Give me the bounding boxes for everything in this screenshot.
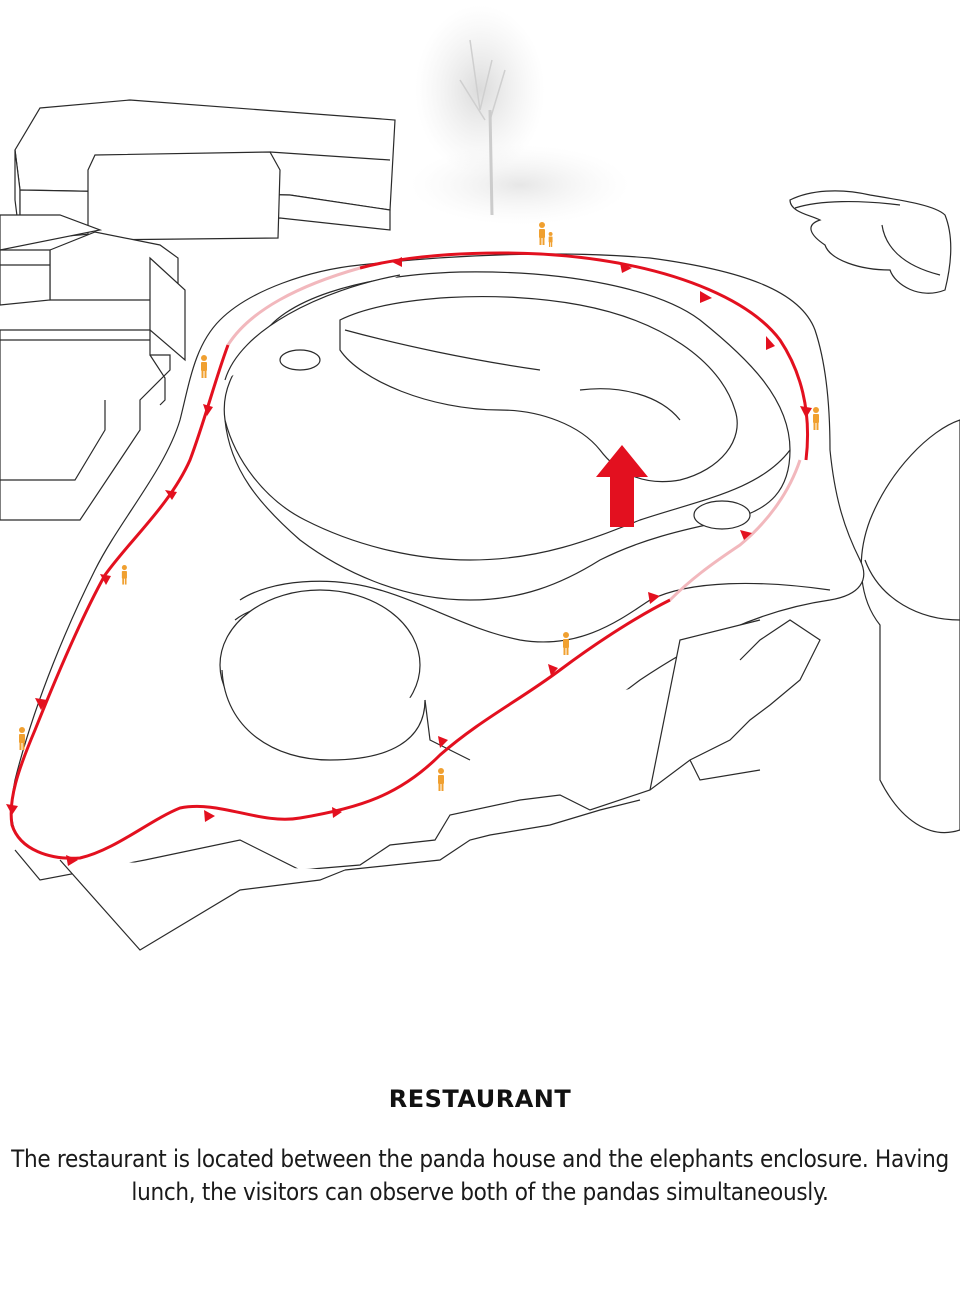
route-marker-icon xyxy=(35,698,47,710)
visitors xyxy=(19,222,819,791)
route-marker-icon xyxy=(203,404,213,416)
panda-house xyxy=(223,271,791,601)
route-marker-icon xyxy=(648,592,660,604)
person-icon xyxy=(539,222,545,245)
visitor-route xyxy=(9,251,810,860)
elephant-house xyxy=(860,419,960,834)
person-icon xyxy=(813,407,819,430)
top-right-enclosure xyxy=(789,190,952,294)
route-marker-icon xyxy=(6,804,18,815)
person-icon xyxy=(438,768,444,791)
caption-body: The restaurant is located between the pa… xyxy=(11,1145,949,1206)
route-marker-icon xyxy=(548,664,558,676)
route-arrowheads xyxy=(6,257,812,866)
person-icon xyxy=(121,565,127,585)
up-arrow-icon xyxy=(596,445,648,527)
tree-top xyxy=(410,5,630,225)
site-axonometric-diagram xyxy=(0,5,960,951)
route-marker-icon xyxy=(332,807,342,818)
route-marker-icon xyxy=(766,336,775,350)
person-icon xyxy=(201,355,207,378)
person-icon xyxy=(548,232,553,247)
route-marker-icon xyxy=(100,574,111,585)
caption-block: RESTAURANT The restaurant is located bet… xyxy=(0,1085,960,1209)
buildings-top-left xyxy=(0,99,396,362)
route-marker-icon xyxy=(800,406,812,418)
route-marker-icon xyxy=(66,855,78,866)
route-marker-icon xyxy=(204,810,215,822)
caption-title: RESTAURANT xyxy=(388,1085,572,1113)
route-marker-icon xyxy=(438,736,448,748)
person-icon xyxy=(19,727,25,750)
left-stepped-wall xyxy=(0,329,171,521)
person-icon xyxy=(563,632,569,655)
route-marker-icon xyxy=(740,530,752,540)
route-marker-icon xyxy=(392,257,402,267)
route-marker-icon xyxy=(620,263,632,273)
visitor-route-faded xyxy=(226,266,802,602)
route-marker-icon xyxy=(700,291,712,303)
route-marker-icon xyxy=(165,490,177,500)
lower-platform xyxy=(219,580,831,761)
